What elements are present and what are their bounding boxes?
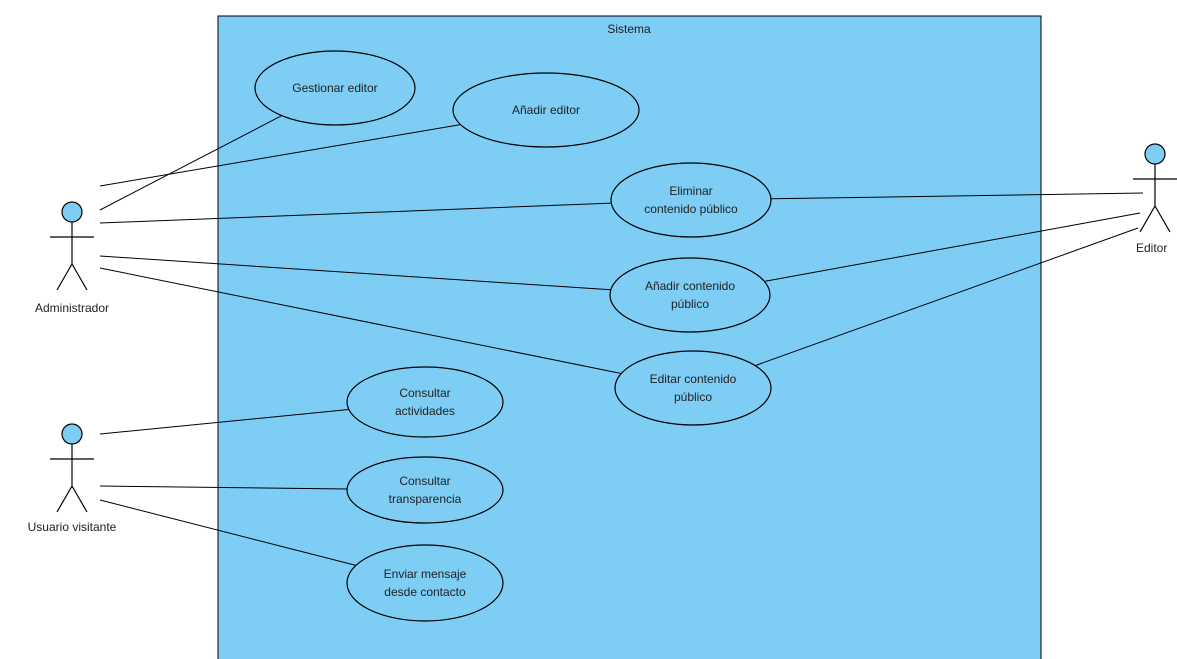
association-editor-anadir_contenido <box>764 212 1141 282</box>
actor-visitor[interactable]: Usuario visitante <box>28 423 117 534</box>
actor-left-leg <box>56 263 73 291</box>
association-visitor-actividades <box>99 409 349 435</box>
actor-label: Editor <box>1136 241 1167 255</box>
actor-head-icon <box>61 201 83 223</box>
use-case-label: actividades <box>395 404 455 418</box>
use-case-label: Enviar mensaje <box>384 567 467 581</box>
associations <box>99 115 1144 566</box>
association-admin-anadir_editor <box>99 124 461 187</box>
use-case-ellipse <box>614 350 772 426</box>
actor-label: Usuario visitante <box>28 520 117 534</box>
association-visitor-mensaje <box>99 499 357 566</box>
use-case-anadir_editor[interactable]: Añadir editor <box>452 72 640 148</box>
use-case-transparencia[interactable]: Consultar transparencia <box>346 456 504 524</box>
use-case-label: transparencia <box>389 492 462 506</box>
association-editor-editar <box>755 227 1139 367</box>
use-case-label: público <box>671 297 709 311</box>
use-case-gestionar[interactable]: Gestionar editor <box>254 50 416 126</box>
association-admin-gestionar <box>99 115 283 211</box>
use-case-label: Gestionar editor <box>292 81 377 95</box>
use-case-label: Añadir editor <box>512 103 580 117</box>
actor-label: Administrador <box>35 301 109 315</box>
actor-admin[interactable]: Administrador <box>35 201 109 315</box>
use-case-ellipse <box>346 544 504 622</box>
use-case-label: Eliminar <box>669 184 712 198</box>
actor-editor[interactable]: Editor <box>1133 143 1177 255</box>
actor-head-icon <box>61 423 83 445</box>
use-case-label: Editar contenido <box>650 372 737 386</box>
use-case-label: Añadir contenido <box>645 279 735 293</box>
actor-left-leg <box>1139 205 1156 233</box>
use-case-ellipse <box>609 257 771 333</box>
use-case-label: Consultar <box>399 474 450 488</box>
association-admin-editar <box>99 267 622 374</box>
use-case-eliminar[interactable]: Eliminar contenido público <box>610 162 772 238</box>
association-admin-eliminar <box>99 202 612 224</box>
use-case-ellipse <box>610 162 772 238</box>
association-visitor-transparencia <box>99 485 348 490</box>
actor-head-icon <box>1144 143 1166 165</box>
use-case-label: desde contacto <box>384 585 466 599</box>
use-case-label: Consultar <box>399 386 450 400</box>
use-case-editar[interactable]: Editar contenido público <box>614 350 772 426</box>
actor-left-leg <box>56 485 73 513</box>
use-case-ellipse <box>452 72 640 148</box>
actor-right-leg <box>71 485 88 513</box>
use-case-label: contenido público <box>644 202 738 216</box>
use-case-label: público <box>674 390 712 404</box>
use-case-mensaje[interactable]: Enviar mensaje desde contacto <box>346 544 504 622</box>
association-editor-eliminar <box>770 192 1144 200</box>
use-case-ellipse <box>346 366 504 438</box>
use-case-ellipse <box>254 50 416 126</box>
system-title: Sistema <box>607 22 651 36</box>
use-case-ellipse <box>346 456 504 524</box>
actor-right-leg <box>1154 205 1171 233</box>
use-case-actividades[interactable]: Consultar actividades <box>346 366 504 438</box>
use-case-anadir_contenido[interactable]: Añadir contenido público <box>609 257 771 333</box>
actor-right-leg <box>71 263 88 291</box>
association-admin-anadir_contenido <box>99 255 611 291</box>
